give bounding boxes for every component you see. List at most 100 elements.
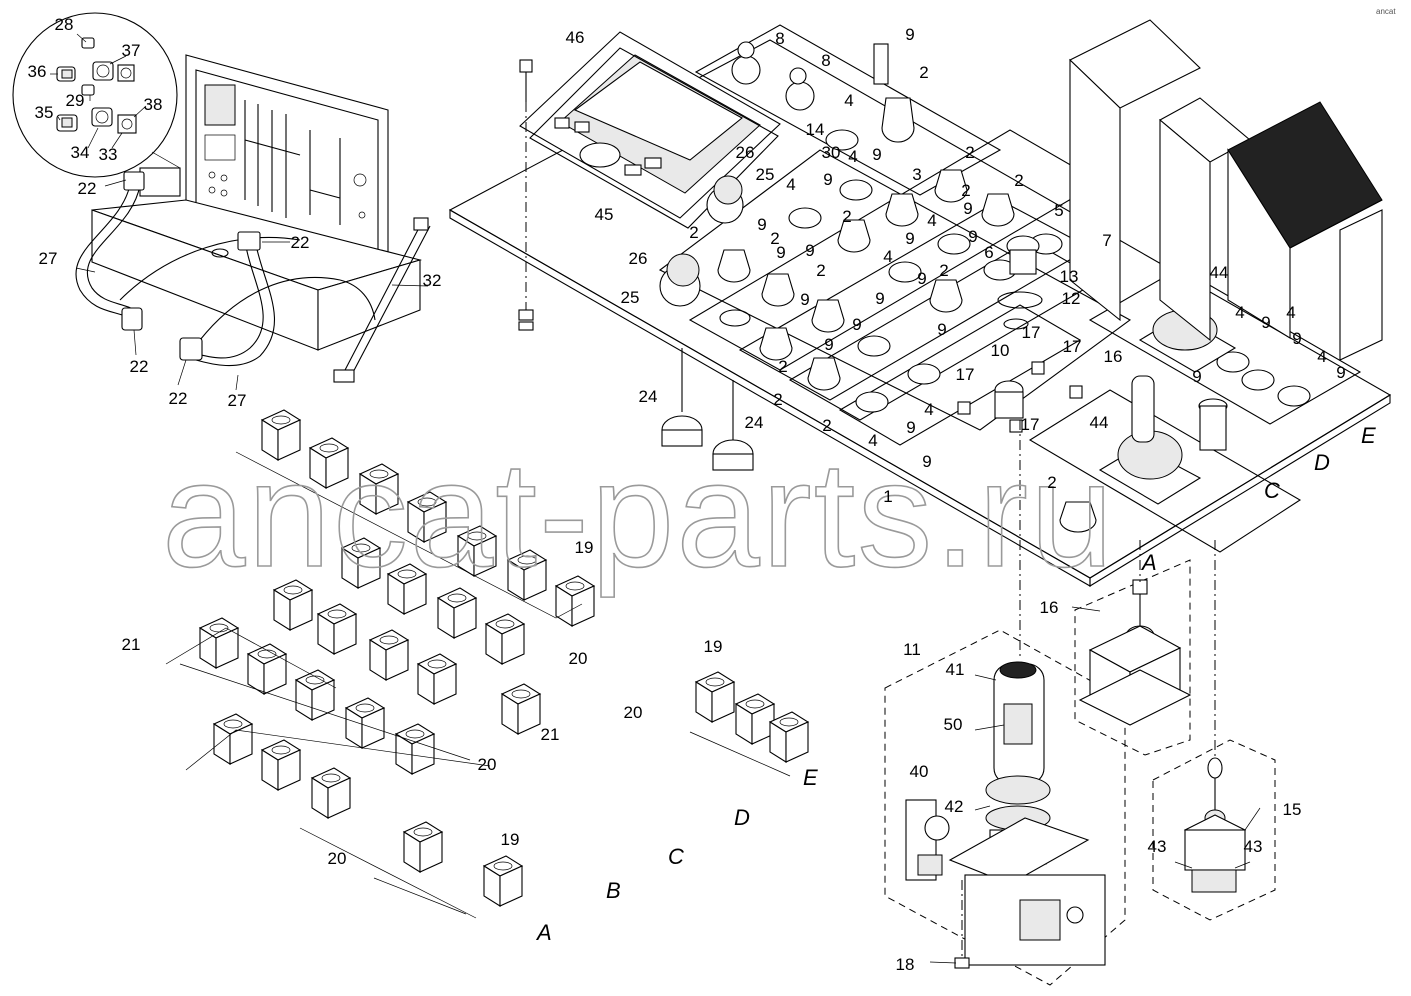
callout-2: 2 [689,223,698,242]
contact-block [436,587,478,639]
callout-4: 4 [1317,347,1326,366]
callout-2: 2 [919,63,928,82]
callout-9: 9 [968,227,977,246]
callout-41: 41 [946,660,965,679]
callout-25: 25 [621,288,640,307]
callout-9: 9 [906,418,915,437]
callout-9: 9 [917,269,926,288]
section-letter-C: C [668,844,684,869]
callout-44: 44 [1090,413,1109,432]
right-cabinets [1069,19,1383,361]
contact-block [212,713,254,765]
callout-9: 9 [875,289,884,308]
section-letter-A: A [535,920,552,945]
callout-17: 17 [1022,323,1041,342]
contact-block [402,821,444,873]
callout-9: 9 [824,335,833,354]
callout-38: 38 [144,95,163,114]
callout-28: 28 [55,15,74,34]
callout-8: 8 [775,29,784,48]
contact-block [554,575,596,627]
callout-27: 27 [228,391,247,410]
callout-43: 43 [1148,837,1167,856]
callout-6: 6 [984,243,993,262]
callout-2: 2 [842,207,851,226]
callout-22: 22 [78,179,97,198]
callout-35: 35 [35,103,54,122]
callout-9: 9 [922,452,931,471]
callout-42: 42 [945,797,964,816]
callout-4: 4 [1286,303,1295,322]
callout-9: 9 [805,241,814,260]
control-panel [448,24,1392,587]
joystick-15-detail [1152,540,1276,921]
contact-block [416,653,458,705]
callout-37: 37 [122,41,141,60]
watermark: ancat-parts.ru [161,429,1114,599]
callout-20: 20 [328,849,347,868]
section-letter-B: B [606,878,621,903]
callout-22: 22 [291,233,310,252]
callout-4: 4 [883,247,892,266]
callout-9: 9 [757,215,766,234]
callout-50: 50 [944,715,963,734]
joystick-16-detail [1071,540,1192,756]
callout-9: 9 [776,243,785,262]
contact-block [500,683,542,735]
electrical-cabinet [91,54,423,351]
contact-block [456,525,498,577]
callout-9: 9 [1192,367,1201,386]
callout-19: 19 [575,538,594,557]
callout-9: 9 [872,145,881,164]
callout-17: 17 [1021,415,1040,434]
hose-assembly [75,171,376,391]
callout-30: 30 [822,143,841,162]
callout-32: 32 [423,271,442,290]
callout-2: 2 [1047,473,1056,492]
callout-21: 21 [541,725,560,744]
callout-16: 16 [1104,347,1123,366]
contact-block [294,669,336,721]
contact-block [198,617,240,669]
callout-2: 2 [773,390,782,409]
contact-block [734,693,776,745]
callout-9: 9 [823,170,832,189]
corner-logo-text: ancat [1376,7,1396,16]
callout-13: 13 [1060,267,1079,286]
callout-17: 17 [1063,337,1082,356]
callout-11: 11 [903,640,921,659]
contact-block [316,603,358,655]
callout-20: 20 [478,755,497,774]
contact-block [484,613,526,665]
callout-21: 21 [122,635,141,654]
callout-2: 2 [1014,171,1023,190]
callout-2: 2 [816,261,825,280]
contact-block [406,491,448,543]
callout-14: 14 [806,120,825,139]
contact-block [340,537,382,589]
callout-15: 15 [1283,800,1302,819]
callout-9: 9 [905,25,914,44]
section-letter-E: E [1361,423,1376,448]
section-letter-C: C [1264,478,1280,503]
callout-10: 10 [991,341,1010,360]
callout-12: 12 [1062,289,1081,308]
callout-9: 9 [1336,363,1345,382]
callout-17: 17 [956,365,975,384]
contact-block [358,463,400,515]
callout-9: 9 [1292,329,1301,348]
contact-block [768,711,810,763]
callout-8: 8 [821,51,830,70]
connector-detail-circle [12,12,181,178]
callout-4: 4 [848,147,857,166]
callout-36: 36 [28,62,47,81]
callout-9: 9 [1261,313,1270,332]
callout-46: 46 [566,28,585,47]
callout-5: 5 [1054,201,1063,220]
contact-block [260,739,302,791]
callout-24: 24 [745,413,764,432]
callout-27: 27 [39,249,58,268]
